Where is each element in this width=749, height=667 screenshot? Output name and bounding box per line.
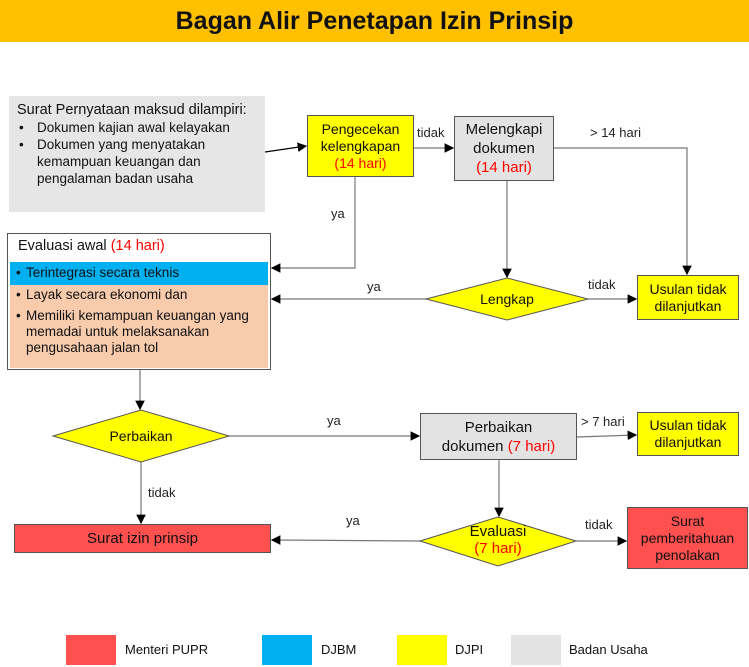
arrow-gt7-to-usulan <box>576 430 638 441</box>
perbaikan-diamond <box>51 409 231 463</box>
legend-label: Badan Usaha <box>569 642 648 657</box>
pengecekan-box: Pengecekan kelengkapan (14 hari) <box>307 115 414 177</box>
edge-label-gt7: > 7 hari <box>581 414 625 429</box>
perbaikan-dokumen-label: Perbaikan dokumen <box>441 418 533 455</box>
edge-label-gt14: > 14 hari <box>590 125 641 140</box>
pengecekan-duration: (14 hari) <box>334 154 387 171</box>
intro-statement-box: Surat Pernyataan maksud dilampiri: Dokum… <box>9 96 265 212</box>
page-title: Bagan Alir Penetapan Izin Prinsip <box>0 0 749 42</box>
legend-label: DJPI <box>455 642 484 657</box>
arrow-ya-to-evaluasi-awal <box>270 177 356 273</box>
legend-label: Menteri PUPR <box>125 642 209 657</box>
usulan-tidak-dilanjutkan-box: Usulan tidak dilanjutkan <box>637 275 739 320</box>
evaluasi-label: Evaluasi <box>469 523 527 540</box>
edge-label-ya: ya <box>327 413 341 428</box>
criterion-item: Layak secara ekonomi dan <box>16 287 262 303</box>
intro-heading: Surat Pernyataan maksud dilampiri: <box>17 102 247 118</box>
intro-item: Dokumen yang menyatakan kemampuan keuang… <box>17 136 257 187</box>
evaluasi-awal-label: Evaluasi awal <box>18 238 107 254</box>
surat-izin-label: Surat izin prinsip <box>87 530 198 547</box>
pengecekan-label: Pengecekan kelengkapan <box>320 120 401 154</box>
perbaikan-dokumen-box: Perbaikan dokumen (7 hari) <box>420 413 577 460</box>
legend-swatch-badan-usaha <box>511 635 561 665</box>
evaluasi-diamond <box>418 516 578 567</box>
legend-label: DJBM <box>321 642 357 657</box>
legend-swatch-djbm <box>262 635 312 665</box>
edge-label-ya: ya <box>346 513 360 528</box>
evaluasi-awal-box: Evaluasi awal (14 hari) Terintegrasi sec… <box>7 233 271 370</box>
arrow-gt14-to-usulan <box>554 147 692 276</box>
edge-label-tidak: tidak <box>585 517 613 532</box>
evaluasi-awal-duration: (14 hari) <box>110 238 165 254</box>
arrow-evaluasi-ya <box>270 535 421 545</box>
perbaikan-dokumen-duration: (7 hari) <box>507 437 556 455</box>
melengkapi-duration: (14 hari) <box>476 159 532 176</box>
edge-label-tidak: tidak <box>588 277 616 292</box>
edge-label-tidak: tidak <box>417 125 445 140</box>
penolakan-box: Surat pemberitahuan penolakan <box>627 507 748 569</box>
criterion-djbm: Terintegrasi secara teknis <box>16 265 262 280</box>
legend-swatch-menteri-pupr <box>66 635 116 665</box>
edge-label-ya: ya <box>367 279 381 294</box>
criterion-item: Memiliki kemampuan keuangan yang memadai… <box>16 308 262 356</box>
usulan-label: Usulan tidak dilanjutkan <box>649 417 727 450</box>
edge-label-ya: ya <box>331 206 345 221</box>
surat-izin-prinsip-box: Surat izin prinsip <box>14 524 271 553</box>
intro-item: Dokumen kajian awal kelayakan <box>17 119 257 136</box>
arrow-intro-to-pengecekan <box>264 142 308 153</box>
melengkapi-label: Melengkapi dokumen <box>465 121 543 157</box>
legend-swatch-djpi <box>397 635 447 665</box>
usulan-tidak-dilanjutkan-box-2: Usulan tidak dilanjutkan <box>637 412 739 456</box>
perbaikan-label: Perbaikan <box>109 428 173 444</box>
edge-label-tidak: tidak <box>148 485 176 500</box>
evaluasi-duration: (7 hari) <box>474 540 522 557</box>
lengkap-diamond <box>424 277 590 321</box>
penolakan-label: Surat pemberitahuan penolakan <box>640 512 735 563</box>
usulan-label: Usulan tidak dilanjutkan <box>649 280 727 314</box>
melengkapi-box: Melengkapi dokumen (14 hari) <box>454 116 554 181</box>
lengkap-label: Lengkap <box>480 291 534 307</box>
